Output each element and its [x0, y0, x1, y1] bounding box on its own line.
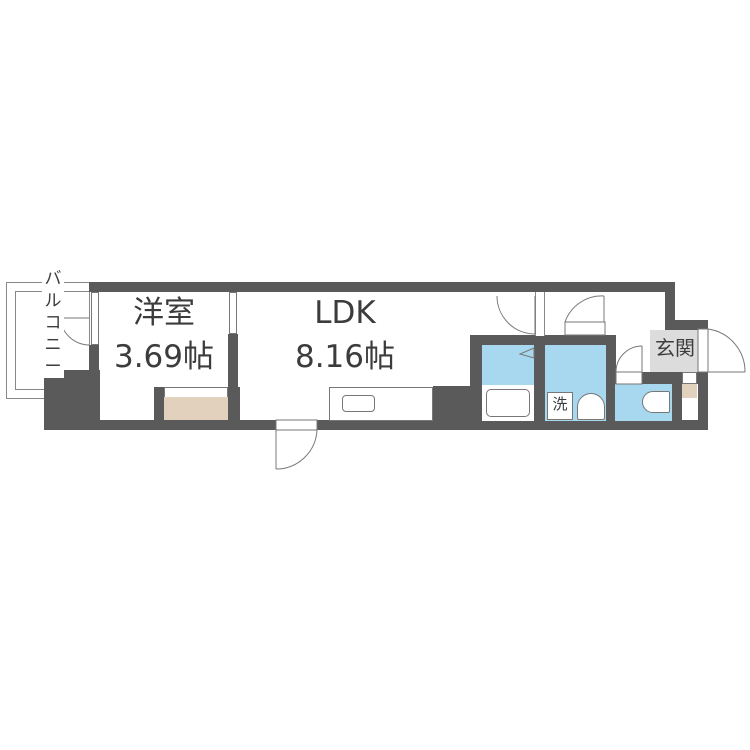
- window-left-panel: [91, 292, 99, 345]
- toilet-icon: [642, 391, 670, 413]
- bathtub-icon: [486, 389, 530, 417]
- shoe-box-door: [682, 372, 697, 384]
- wall-ldk-right-low: [433, 386, 473, 422]
- balcony-char: ル: [44, 291, 62, 311]
- wall-right-step: [665, 320, 708, 330]
- western-room-label: 洋室: [133, 295, 195, 331]
- washing-machine-label: 洗: [552, 395, 568, 413]
- wall-left-window: [89, 345, 99, 375]
- wash-basin-icon: [577, 393, 605, 420]
- kitchen-counter: [329, 387, 433, 421]
- balcony-char: ー: [44, 357, 62, 377]
- balcony-char: バ: [44, 269, 62, 289]
- balcony-char: コ: [44, 313, 62, 333]
- wall-right-upper: [665, 282, 675, 332]
- wall-wet-top: [470, 335, 606, 345]
- wall-top: [89, 282, 675, 292]
- ldk-label: LDK: [314, 295, 376, 331]
- closet-storage: [164, 397, 228, 420]
- wall-wet-left: [470, 335, 482, 423]
- entrance-label: 玄関: [655, 336, 695, 360]
- wall-toilet-right: [672, 372, 682, 422]
- entrance-floor: [650, 330, 698, 372]
- wall-bedroom-ldk: [228, 334, 238, 424]
- western-room-size: 3.69帖: [113, 339, 215, 375]
- wall-bottom: [44, 420, 708, 430]
- sliding-door-bedroom: [229, 292, 237, 334]
- shoe-box: [682, 384, 697, 398]
- wall-bath-divider: [534, 345, 545, 422]
- ldk-size: 8.16帖: [294, 339, 396, 375]
- wall-left-block: [44, 370, 100, 430]
- balcony-char: ニ: [44, 335, 62, 355]
- wall-right-lower: [698, 372, 708, 430]
- washing-machine-space: [547, 392, 573, 420]
- kitchen-sink-icon: [342, 395, 375, 412]
- balcony-label: バ ル コ ニ ー: [42, 268, 64, 378]
